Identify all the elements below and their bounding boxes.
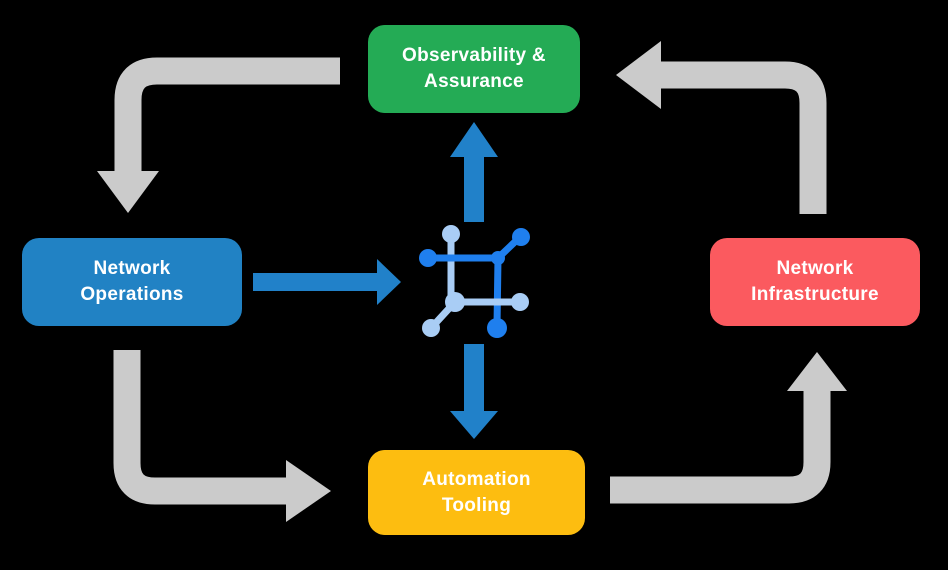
icon-bottom-left-end-node [422,319,440,337]
arrow-head-right [286,460,331,522]
arrow-operations-to-automation [113,350,331,522]
arrow-head-up [450,122,498,157]
icon-top-stem-node [442,225,460,243]
network-mesh-icon [419,225,530,338]
node-label-operations: Network Operations [80,258,184,305]
icon-right-arm-node [511,293,529,311]
node-observability-assurance: Observability & Assurance [368,25,580,113]
node-label-observability: Observability & Assurance [402,45,546,92]
arrow-shaft [113,350,288,505]
arrow-head-right [377,259,401,305]
network-mesh-icon-light-over-layer [451,293,529,311]
icon-top-right-end-node [512,228,530,246]
arrow-head-up [787,352,847,391]
icon-right-edge-line [493,254,502,330]
arrow-shaft [610,389,831,504]
node-network-infrastructure: Network Infrastructure [710,238,920,326]
arrow-shaft [659,61,827,214]
arrow-infrastructure-to-observability [616,41,827,214]
node-label-automation: Automation Tooling [422,468,531,516]
arrow-center-to-observability [450,122,498,222]
arrow-automation-to-infrastructure [610,352,847,504]
network-mesh-icon-dark-layer [419,228,530,338]
node-automation-tooling: Automation Tooling [368,450,585,535]
node-label-infrastructure: Network Infrastructure [751,258,879,305]
arrow-head-left [616,41,661,109]
arrow-center-to-automation [450,344,498,439]
arrow-head-down [97,171,159,213]
arrow-head-down [450,411,498,439]
arrow-shaft [114,57,340,172]
arrow-operations-to-center [253,259,401,305]
icon-bottom-node [487,318,507,338]
network-mesh-icon-light-layer [422,225,465,337]
node-network-operations: Network Operations [22,238,242,326]
icon-left-arm-node [419,249,437,267]
arrow-observability-to-operations [97,57,340,213]
